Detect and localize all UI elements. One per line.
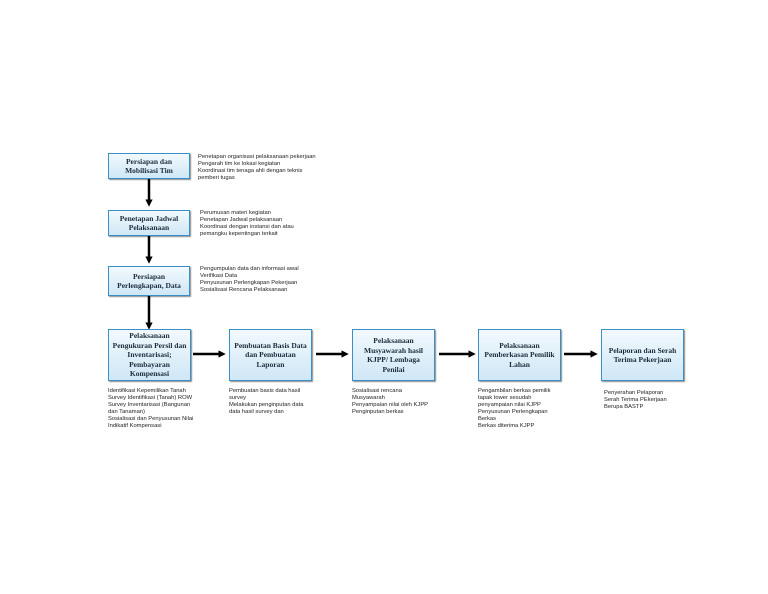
note-line: pemangku kepentingan terkait [200, 231, 278, 237]
note-line: Sosialisasi dan Penyusunan Nilai [108, 416, 194, 422]
note-line: Melakukan penginputan data [229, 402, 304, 408]
step-7-box: Pelaksanaan Pemberkasan Pemilik Lahan [478, 329, 561, 381]
note-line: Penginputan berkas [352, 409, 404, 415]
note-line: Sosialisasi Rencana Pelaksanaan [200, 287, 288, 293]
note-line: Berkas diterima KJPP [478, 423, 535, 429]
step-1-notes: Penetapan organisasi pelaksanaan pekerja… [198, 154, 316, 182]
note-line: Penetapan organisasi pelaksanaan pekerja… [198, 154, 316, 160]
note-line: Koordinasi tim tenaga ahli dengan teknis [198, 168, 303, 174]
note-line: Musyawarah [352, 395, 385, 401]
note-line: Pembuatan basis data hasil [229, 388, 301, 394]
note-line: Penyampaian nilai oleh KJPP [352, 402, 429, 408]
note-line: Penyerahan Pelaporan [604, 390, 664, 396]
note-line: Indikatif Kompensasi [108, 423, 162, 429]
note-line: Identifikasi Kepemilikan Tanah [108, 388, 186, 394]
step-2-notes: Perumusan materi kegiatan Penetapan Jadw… [200, 210, 294, 238]
step-8-notes: Penyerahan Pelaporan Serah Terima PEkerj… [604, 390, 667, 411]
step-4-notes: Identifikasi Kepemilikan Tanah Survey Id… [108, 388, 193, 430]
step-7-notes: Pengambilan berkas pemilik tapak tower s… [478, 388, 551, 430]
note-line: Pengambilan berkas pemilik [478, 388, 551, 394]
step-3-notes: Pengumpulan data dan informasi awal Veri… [200, 266, 299, 294]
note-line: tapak tower sesudah [478, 395, 532, 401]
note-line: Penyusunan Perlengkapan [478, 409, 548, 415]
note-line: Koordinasi dengan instansi dan atau [200, 224, 294, 230]
note-line: Berkas [478, 416, 497, 422]
step-5-box: Pembuatan Basis Data dan Pembuatan Lapor… [229, 329, 312, 381]
note-line: dan Tanaman) [108, 409, 145, 415]
note-line: penyampaian nilai KJPP [478, 402, 541, 408]
note-line: Pengarah tim ke lokasi kegiatan [198, 161, 281, 167]
step-1-box: Persiapan dan Mobilisasi Tim [108, 153, 190, 179]
step-8-box: Pelaporan dan Serah Terima Pekerjaan [601, 329, 684, 381]
note-line: Pengumpulan data dan informasi awal [200, 266, 299, 272]
note-line: Penyusunan Perlengkapan Pekerjaan [200, 280, 298, 286]
note-line: survey [229, 395, 247, 401]
note-line: Verifikasi Data [200, 273, 238, 279]
note-line: Sosialisasi rencana [352, 388, 402, 394]
note-line: Penetapan Jadwal pelaksanaan [200, 217, 283, 223]
note-line: Serah Terima PEkerjaan [604, 397, 667, 403]
note-line: Perumusan materi kegiatan [200, 210, 271, 216]
step-6-box: Pelaksanaan Musyawarah hasil KJPP/ Lemba… [352, 329, 435, 381]
step-6-notes: Sosialisasi rencana Musyawarah Penyampai… [352, 388, 428, 416]
note-line: data hasil survey dan [229, 409, 284, 415]
step-5-notes: Pembuatan basis data hasil survey Melaku… [229, 388, 303, 416]
note-line: Survey Identifikasi (Tanah) ROW [108, 395, 193, 401]
note-line: Survey Inventarisasi (Bangunan [108, 402, 191, 408]
note-line: pemberi tugas [198, 175, 235, 181]
step-3-box: Persiapan Perlengkapan, Data [108, 266, 190, 296]
note-line: Berupa BASTP [604, 404, 644, 410]
step-4-box: Pelaksanaan Pengukuran Persil dan Invent… [108, 329, 191, 381]
step-2-box: Penetapan Jadwal Pelaksanaan [108, 210, 190, 236]
